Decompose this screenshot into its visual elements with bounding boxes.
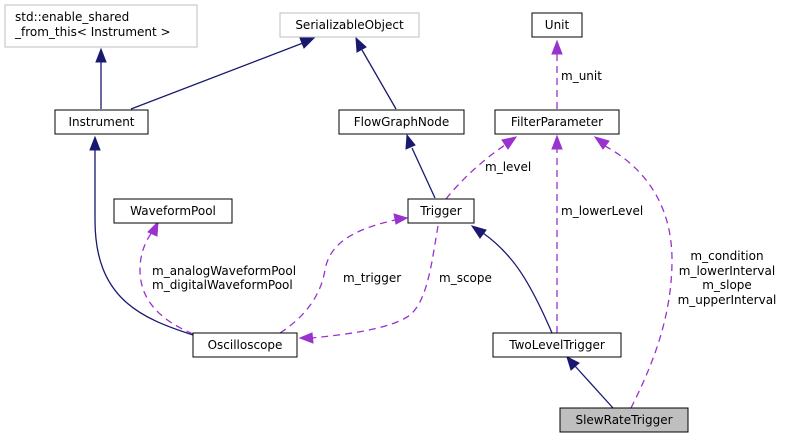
node-label: FilterParameter [511, 115, 603, 129]
node-label: SerializableObject [295, 18, 404, 32]
nodes: std::enable_shared _from_this< Instrumen… [4, 4, 689, 433]
edge-arrowhead [593, 136, 610, 150]
edge-label-text: m_slope [702, 278, 752, 292]
edge-trigger-flowgraphnode [411, 147, 436, 199]
node-enable-shared-from-this[interactable]: std::enable_shared _from_this< Instrumen… [4, 4, 198, 48]
edge-arrowhead [566, 356, 580, 371]
edge-oscilloscope-instrument [94, 150, 194, 336]
node-label: SlewRateTrigger [575, 413, 672, 427]
edge-arrowhead [501, 136, 518, 150]
edge-label-m-scope: m_scope [439, 271, 492, 285]
node-filterparameter[interactable]: FilterParameter [494, 109, 620, 135]
edge-arrowhead [95, 47, 107, 63]
node-label: TwoLevelTrigger [508, 338, 605, 352]
edge-labels: m_unit m_level m_lowerLevel m_condition … [152, 69, 776, 307]
edge-arrowhead [551, 39, 563, 55]
edge-arrowhead [405, 133, 416, 150]
node-label: WaveformPool [130, 204, 216, 218]
edge-label-text: m_analogWaveformPool [152, 264, 296, 278]
node-label: _from_this< Instrument > [14, 25, 171, 39]
edges [89, 36, 673, 409]
node-unit[interactable]: Unit [531, 12, 583, 38]
edge-arrowhead [470, 225, 487, 239]
edge-arrowhead [299, 37, 316, 49]
node-oscilloscope[interactable]: Oscilloscope [192, 332, 298, 358]
edge-instrument-serializable [130, 42, 304, 110]
edge-label-text: m_trigger [343, 271, 401, 285]
edge-label-text: m_digitalWaveformPool [152, 278, 293, 292]
edge-flowgraphnode-serializable [361, 49, 397, 110]
edge-label-text: m_lowerInterval [679, 264, 775, 278]
edge-label-slewrate-members: m_condition m_lowerInterval m_slope m_up… [678, 249, 777, 307]
edge-twolevel-trigger [482, 232, 553, 334]
node-instrument[interactable]: Instrument [54, 109, 149, 135]
node-label: Instrument [68, 115, 134, 129]
edge-label-text: m_scope [439, 271, 492, 285]
edge-label-m-trigger: m_trigger [343, 271, 401, 285]
node-flowgraphnode[interactable]: FlowGraphNode [338, 109, 465, 135]
edge-label-text: m_condition [690, 249, 763, 263]
edge-arrowhead [393, 213, 409, 225]
edge-slewrate-twolevel [574, 365, 614, 409]
edge-oscilloscope-waveformpool [139, 231, 194, 335]
node-label: Trigger [419, 204, 461, 218]
edge-label-waveformpools: m_analogWaveformPool m_digitalWaveformPo… [152, 264, 296, 292]
node-label: Oscilloscope [208, 338, 283, 352]
edge-arrowhead [147, 220, 159, 237]
node-slewratetrigger[interactable]: SlewRateTrigger [559, 407, 689, 433]
edge-label-text: m_unit [561, 69, 602, 83]
edge-slewrate-filterparameter [604, 145, 673, 409]
node-trigger[interactable]: Trigger [407, 198, 475, 224]
node-waveformpool[interactable]: WaveformPool [113, 198, 233, 224]
node-serializable-object[interactable]: SerializableObject [279, 12, 420, 38]
edge-label-m-level: m_level [485, 160, 531, 174]
node-twoleveltrigger[interactable]: TwoLevelTrigger [492, 332, 622, 358]
edge-label-text: m_upperInterval [678, 293, 777, 307]
edge-label-m-unit: m_unit [561, 69, 602, 83]
edge-arrowhead [551, 134, 563, 150]
edge-label-m-lowerlevel: m_lowerLevel [561, 204, 643, 218]
edge-label-text: m_level [485, 160, 531, 174]
edge-arrowhead [355, 36, 367, 53]
node-label: Unit [545, 18, 570, 32]
node-label: FlowGraphNode [354, 115, 450, 129]
edge-label-text: m_lowerLevel [561, 204, 643, 218]
edge-arrowhead [298, 332, 314, 344]
edge-arrowhead [89, 135, 101, 151]
edge-trigger-filterparameter [445, 144, 506, 200]
node-label: std::enable_shared [15, 10, 129, 24]
